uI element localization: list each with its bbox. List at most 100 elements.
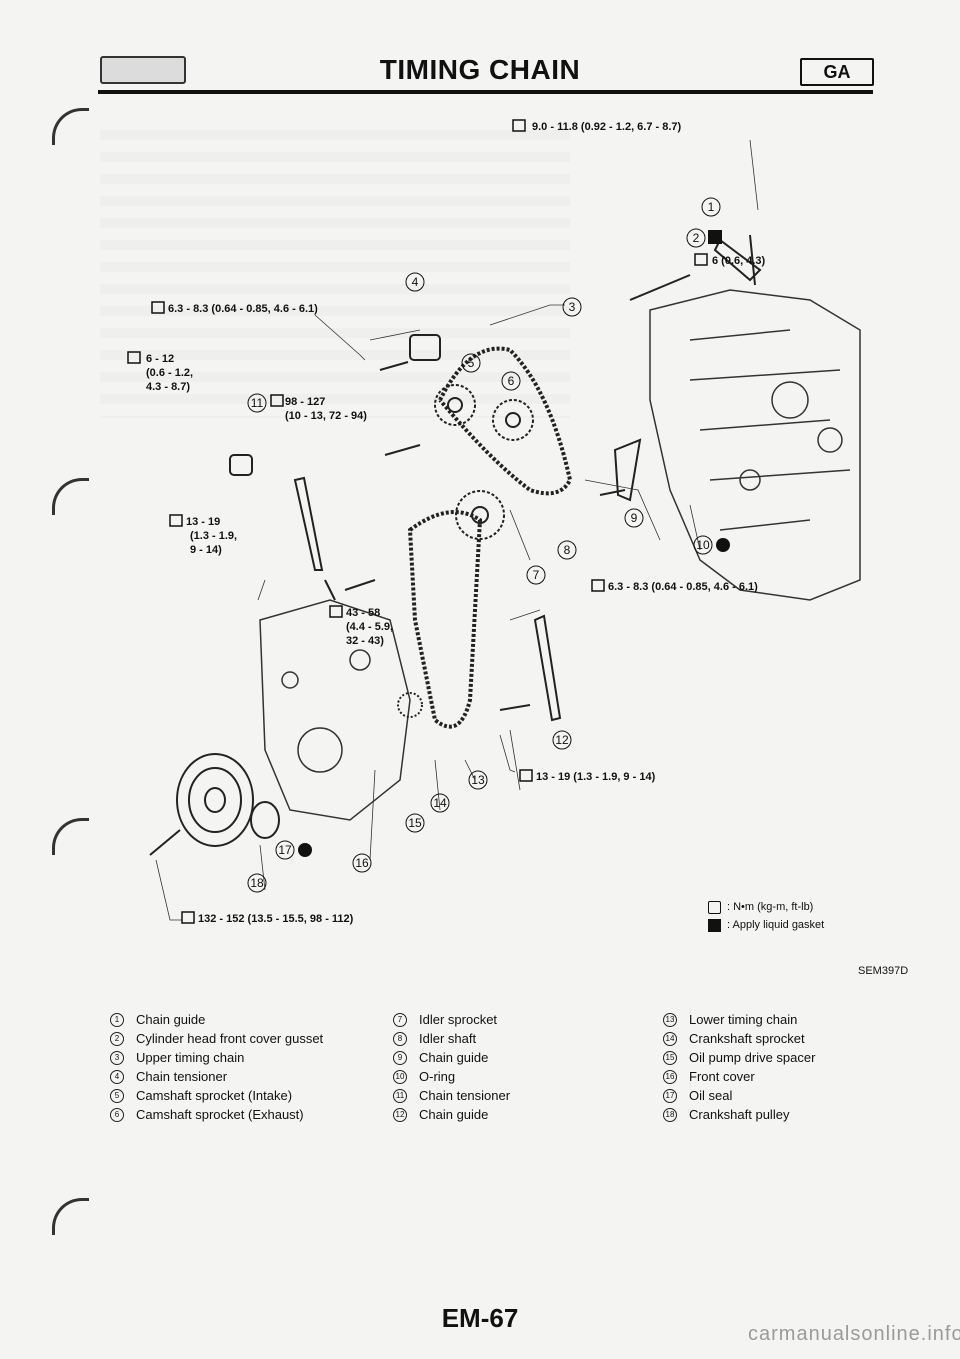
legend-row-torque: : N•m (kg-m, ft-lb) — [708, 898, 824, 916]
callout-2: 2 — [686, 228, 722, 248]
svg-text:6: 6 — [508, 374, 515, 388]
legend-row-gasket: : Apply liquid gasket — [708, 916, 824, 934]
sprockets — [397, 384, 534, 718]
torque-label: 6.3 - 8.3 (0.64 - 0.85, 4.6 - 6.1) — [608, 581, 758, 593]
engine-block-outline — [649, 289, 861, 601]
torque-icon — [694, 253, 708, 266]
callout-1: 1 — [701, 197, 721, 217]
torque-icon — [270, 394, 284, 407]
bolts — [149, 234, 756, 856]
torque-label: (4.4 - 5.9, — [346, 621, 393, 633]
torque-icon — [181, 911, 195, 924]
page-title: TIMING CHAIN — [379, 54, 581, 85]
torque-label: 13 - 19 — [186, 516, 220, 528]
binding-mark — [52, 478, 89, 515]
torque-icon — [591, 579, 605, 592]
torque-label: 9.0 - 11.8 (0.92 - 1.2, 6.7 - 8.7) — [532, 121, 682, 133]
callout-10: 10 — [693, 535, 730, 555]
torque-label: 98 - 127 — [285, 396, 325, 408]
callout-3: 3 — [562, 297, 582, 317]
svg-text:1: 1 — [708, 200, 715, 214]
upper-timing-chain — [438, 346, 573, 496]
crankshaft-pulley-part — [176, 753, 254, 847]
svg-text:15: 15 — [408, 816, 422, 830]
callout-8: 8 — [557, 540, 577, 560]
callout-9: 9 — [624, 508, 644, 528]
torque-label: 6 - 12 — [146, 353, 174, 365]
torque-label: 32 - 43) — [346, 635, 384, 647]
torque-icon — [169, 514, 183, 527]
torque-wrench-icon — [708, 900, 721, 914]
torque-label: 43 - 58 — [346, 607, 380, 619]
svg-text:7: 7 — [533, 568, 540, 582]
svg-text:8: 8 — [564, 543, 571, 557]
torque-label: 6 (0.6, 4.3) — [712, 255, 766, 267]
callout-11: 11 — [247, 393, 267, 413]
tensioners — [229, 334, 441, 476]
svg-text:3: 3 — [569, 300, 576, 314]
callout-13: 13 — [468, 770, 488, 790]
page-number: EM-67 — [441, 1303, 519, 1333]
header-rule — [98, 90, 873, 94]
callout-17: 17 — [275, 840, 312, 860]
legend-gasket-label: : Apply liquid gasket — [727, 919, 825, 931]
svg-text:14: 14 — [433, 796, 447, 810]
callout-7: 7 — [526, 565, 546, 585]
callout-5: 5 — [461, 353, 481, 373]
callout-6: 6 — [501, 371, 521, 391]
oil-seal-part — [250, 801, 280, 839]
svg-text:18: 18 — [250, 876, 264, 890]
leader-lines — [155, 139, 759, 921]
torque-icon — [519, 769, 533, 782]
source-watermark: carmanualsonline.info — [748, 1323, 960, 1345]
engine-badge: GA — [800, 58, 874, 86]
binding-mark — [52, 1198, 89, 1235]
svg-text:12: 12 — [555, 733, 569, 747]
svg-text:16: 16 — [355, 856, 369, 870]
svg-text:10: 10 — [696, 538, 710, 552]
callout-12: 12 — [552, 730, 572, 750]
bleed-through-background — [100, 118, 570, 418]
torque-label: 4.3 - 8.7) — [146, 381, 190, 393]
svg-text:11: 11 — [251, 396, 264, 410]
chain-guides — [293, 238, 762, 722]
torque-label: 6.3 - 8.3 (0.64 - 0.85, 4.6 - 6.1) — [168, 303, 318, 315]
section-badge-left — [100, 56, 186, 84]
torque-icon — [329, 605, 343, 618]
svg-text:2: 2 — [693, 231, 700, 245]
torque-label: (1.3 - 1.9, — [190, 530, 237, 542]
callout-18: 18 — [247, 873, 267, 893]
exploded-diagram: 1 2 3 4 5 6 7 8 9 10 11 12 13 14 15 16 1… — [127, 119, 861, 925]
lower-timing-chain — [407, 510, 483, 729]
torque-icon — [512, 119, 526, 132]
front-cover-part — [259, 599, 411, 821]
torque-label: 132 - 152 (13.5 - 15.5, 98 - 112) — [198, 913, 354, 925]
svg-text:5: 5 — [468, 356, 475, 370]
legend-torque-label: : N•m (kg-m, ft-lb) — [727, 901, 814, 913]
callout-14: 14 — [430, 793, 450, 813]
torque-annotations: 9.0 - 11.8 (0.92 - 1.2, 6.7 - 8.7) 6 (0.… — [127, 119, 766, 925]
liquid-gasket-icon — [708, 918, 721, 932]
binding-mark — [52, 818, 89, 855]
svg-text:4: 4 — [412, 275, 419, 289]
torque-icon — [127, 351, 141, 364]
svg-text:9: 9 — [631, 511, 638, 525]
